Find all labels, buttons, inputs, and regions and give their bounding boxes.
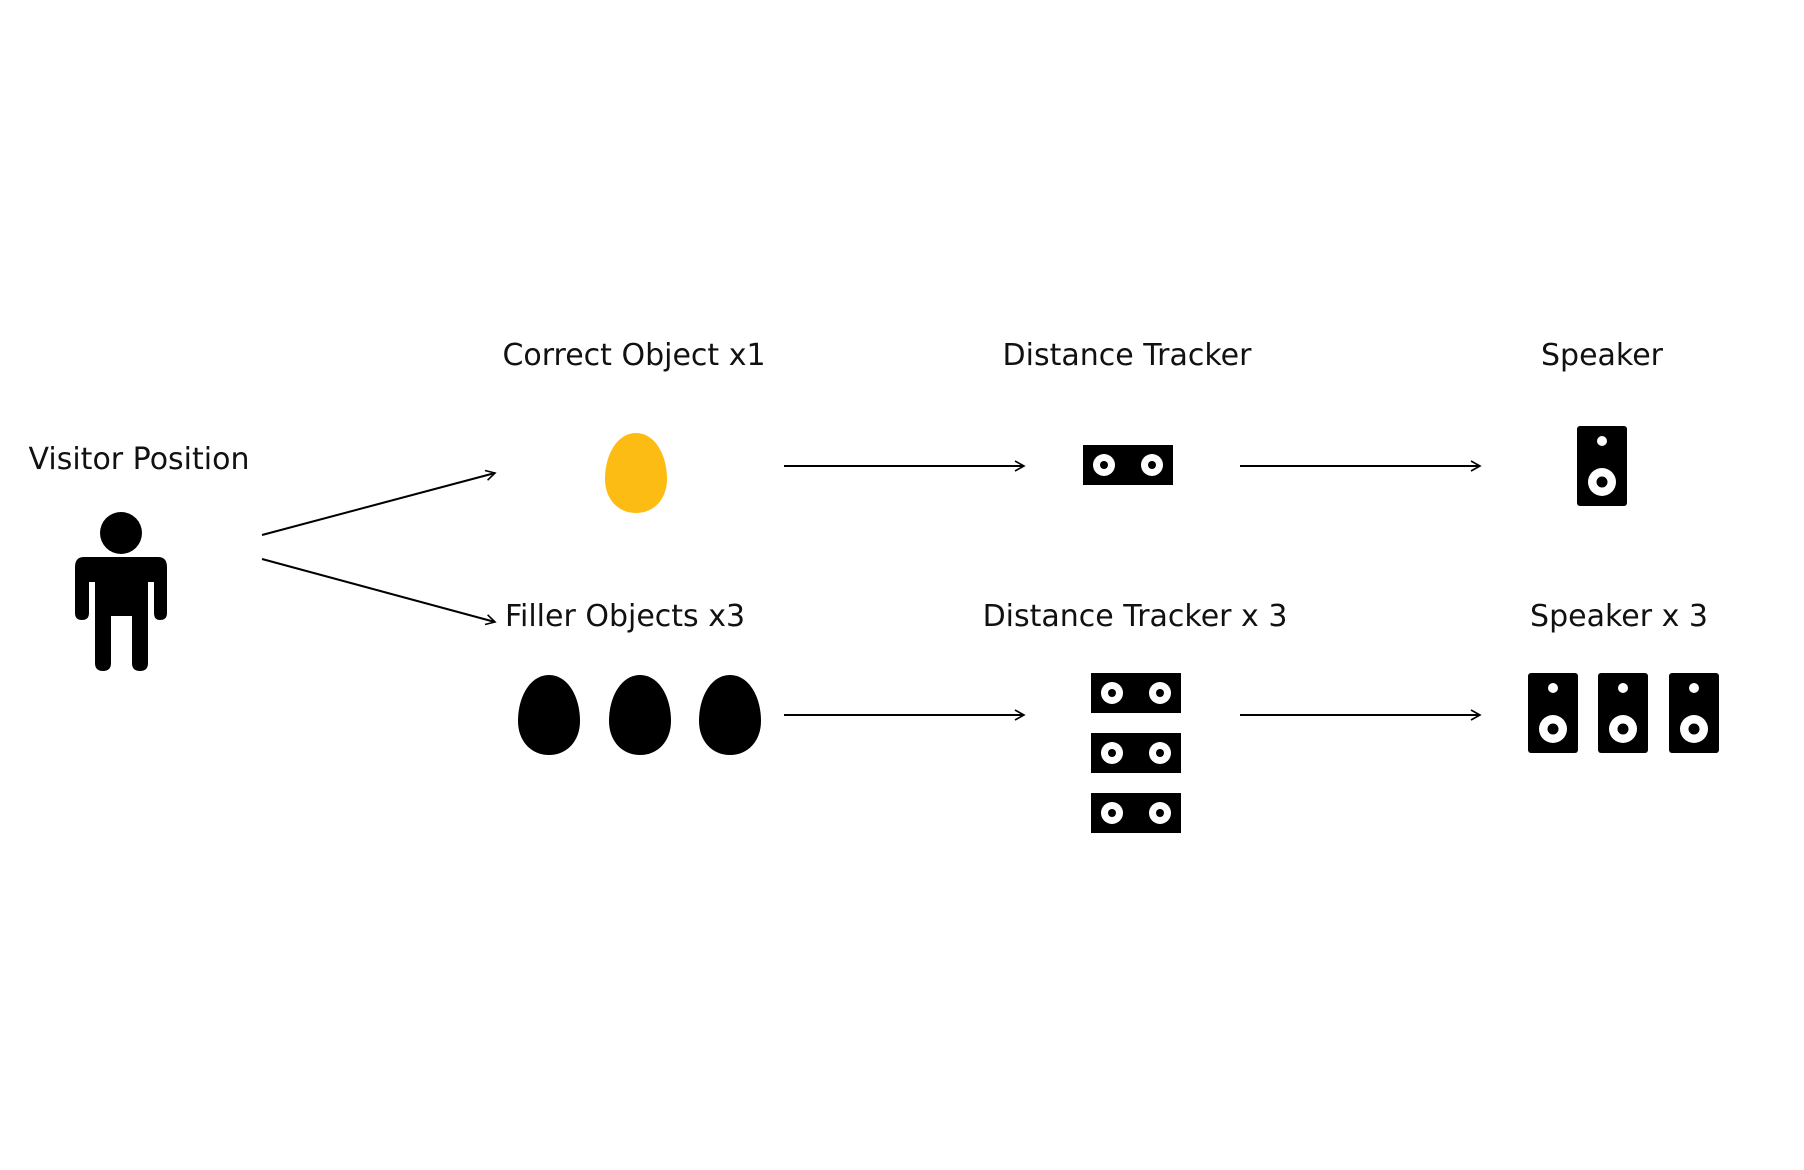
- filler-objects-label: Filler Objects x3: [504, 599, 746, 634]
- egg-icon-correct: [605, 433, 667, 513]
- speaker-icon-2: [1598, 673, 1648, 753]
- distance-tracker-label: Distance Tracker: [1002, 338, 1252, 373]
- distance-tracker-icon-2: [1091, 733, 1181, 773]
- speaker-label: Speaker: [1540, 338, 1664, 373]
- arrow-visitor-to-correct: [261, 469, 497, 536]
- distance-tracker-icon-1: [1091, 673, 1181, 713]
- speaker-icon: [1577, 426, 1627, 506]
- visitor-position-label: Visitor Position: [28, 442, 250, 477]
- speaker-icon-1: [1528, 673, 1578, 753]
- egg-icon-filler-3: [699, 675, 761, 755]
- distance-tracker-x3-label: Distance Tracker x 3: [982, 599, 1288, 634]
- egg-icon-filler-1: [518, 675, 580, 755]
- egg-icon-filler-2: [609, 675, 671, 755]
- distance-tracker-icon-3: [1091, 793, 1181, 833]
- correct-object-label: Correct Object x1: [502, 338, 766, 373]
- speaker-icon-3: [1669, 673, 1719, 753]
- distance-tracker-icon: [1083, 445, 1173, 485]
- arrow-visitor-to-filler: [261, 558, 497, 626]
- speaker-x3-label: Speaker x 3: [1530, 599, 1708, 634]
- person-icon: [75, 512, 167, 671]
